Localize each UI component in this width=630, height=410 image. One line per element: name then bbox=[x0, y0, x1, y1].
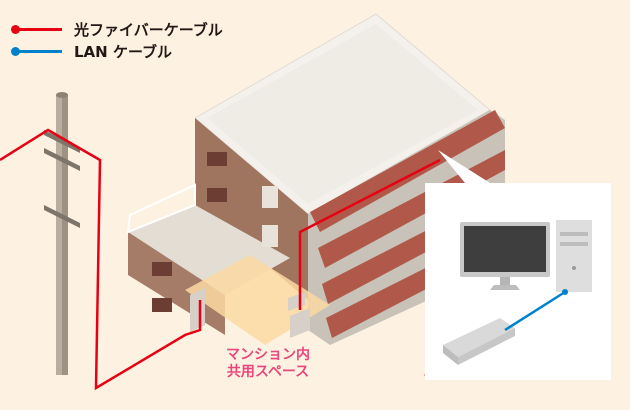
pc-tower bbox=[556, 220, 592, 292]
legend-label: 光ファイバーケーブル bbox=[74, 20, 223, 39]
fiber-cable-line-building bbox=[298, 158, 441, 310]
common-space-label-line1: マンション内 bbox=[226, 347, 310, 363]
legend-item-fiber: 光ファイバーケーブル bbox=[11, 18, 223, 40]
common-space-label: マンション内 共用スペース bbox=[213, 347, 323, 381]
utility-pole bbox=[44, 92, 80, 375]
fiber-line-swatch bbox=[11, 24, 62, 34]
onu-router bbox=[443, 318, 515, 365]
lan-line-swatch bbox=[11, 46, 62, 56]
common-space-label-line2: 共用スペース bbox=[226, 364, 310, 380]
lan-port-dot bbox=[562, 289, 568, 295]
legend-item-lan: LAN ケーブル bbox=[11, 40, 223, 62]
fiber-cable-line bbox=[0, 128, 202, 391]
legend: 光ファイバーケーブル LAN ケーブル bbox=[11, 18, 223, 62]
monitor bbox=[460, 222, 550, 290]
legend-label: LAN ケーブル bbox=[74, 42, 173, 61]
lan-cable-line bbox=[504, 290, 566, 332]
